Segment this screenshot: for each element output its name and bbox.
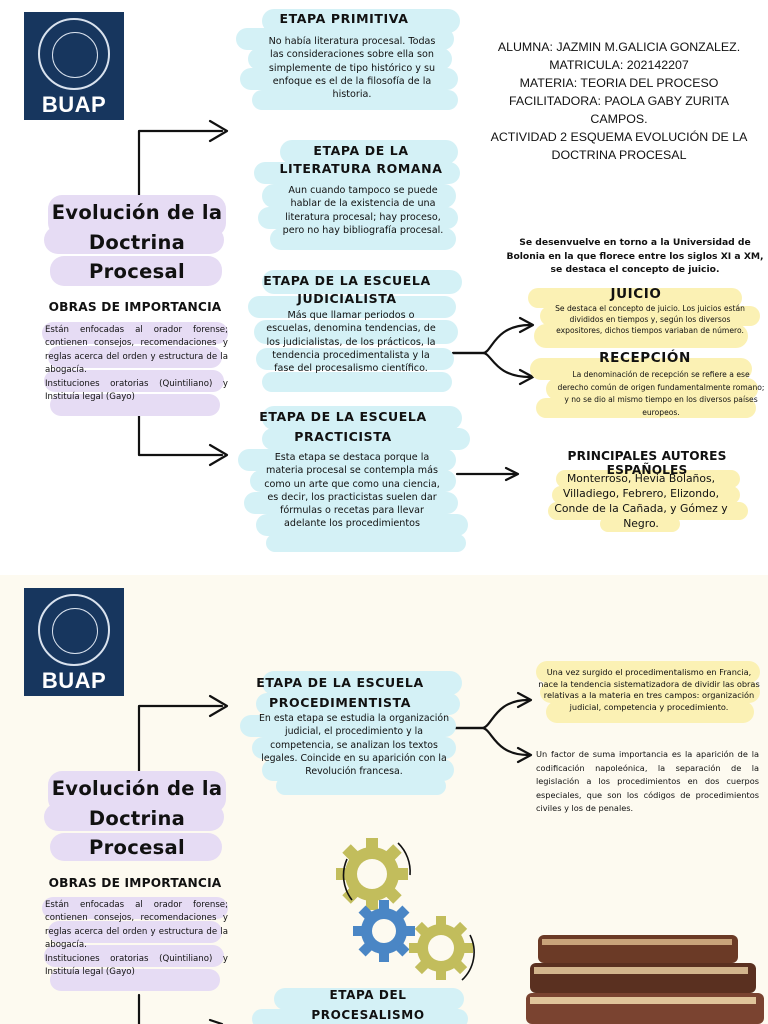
obras-text: Están enfocadas al orador forense; conti… [45,325,228,403]
etapa-romana-heading: ETAPA DE LA LITERATURA ROMANA [279,143,443,176]
etapa-practicista-heading: ETAPA DE LA ESCUELA PRACTICISTA [259,409,427,444]
gears-illustration [336,838,475,981]
connector-lines [137,691,764,1024]
etapa-judicialista-heading: ETAPA DE LA ESCUELA JUDICIALISTA [263,273,431,306]
university-seal-icon [38,18,110,90]
university-seal-icon [38,594,110,666]
autores-heading: PRINCIPALES AUTORES ESPAÑOLES [567,449,727,477]
logo-text: BUAP [41,92,107,117]
obras-heading: OBRAS DE IMPORTANCIA [48,876,222,890]
etapa-primitiva-heading: ETAPA PRIMITIVA [279,11,409,26]
recepcion-heading: RECEPCIÓN [599,350,691,366]
page-1: BUAP Evolución de la Doctrina [24,9,765,552]
etapa-procedimentista-text: En esta etapa se estudia la organización… [258,713,450,778]
note-procedimentalismo: Una vez surgido el procedimentalismo en … [538,667,760,712]
juicio-heading: JUICIO [610,286,662,302]
recepcion-text: La denominación de recepción se refiere … [557,370,765,417]
juicio-text: Se destaca el concepto de juicio. Los ju… [555,304,745,335]
obras-text: Están enfocadas al orador forense; conti… [45,900,228,978]
logo-text: BUAP [41,668,107,693]
student-info: ALUMNA: JAZMIN M.GALICIA GONZALEZ. MATRI… [490,40,748,162]
main-title: Evolución de la Doctrina Procesal [51,201,223,283]
obras-heading: OBRAS DE IMPORTANCIA [48,300,222,314]
books-illustration [526,935,764,1024]
connector-lines [137,119,535,482]
page-2: BUAP [0,575,768,1024]
note-codificacion: Un factor de suma importancia es la apar… [536,749,759,813]
buap-logo: BUAP [24,588,124,696]
etapa-judicialista-text: Más que llamar periodos o escuelas, deno… [266,310,436,375]
bolonia-text: Se desenvuelve en torno a la Universidad… [506,237,764,275]
gear-icon [409,916,473,980]
etapa-practicista-text: Esta etapa se destaca porque la materia … [264,452,440,530]
etapa-procedimentista-heading: ETAPA DE LA ESCUELA PROCEDIMENTISTA [256,675,424,710]
etapa-cientifico-heading: ETAPA DEL PROCESALISMO CIENTIFICO [311,988,425,1022]
etapa-primitiva-text: No había literatura procesal. Todas las … [268,36,436,101]
buap-logo: BUAP [24,12,124,120]
gear-icon [336,838,408,910]
etapa-romana-text: Aun cuando tampoco se puede hablar de la… [282,185,444,236]
autores-text: Monterroso, Hevia Bolaños, Villadiego, F… [554,472,728,530]
main-title: Evolución de la Doctrina Procesal [51,777,223,859]
gear-icon [353,900,415,962]
